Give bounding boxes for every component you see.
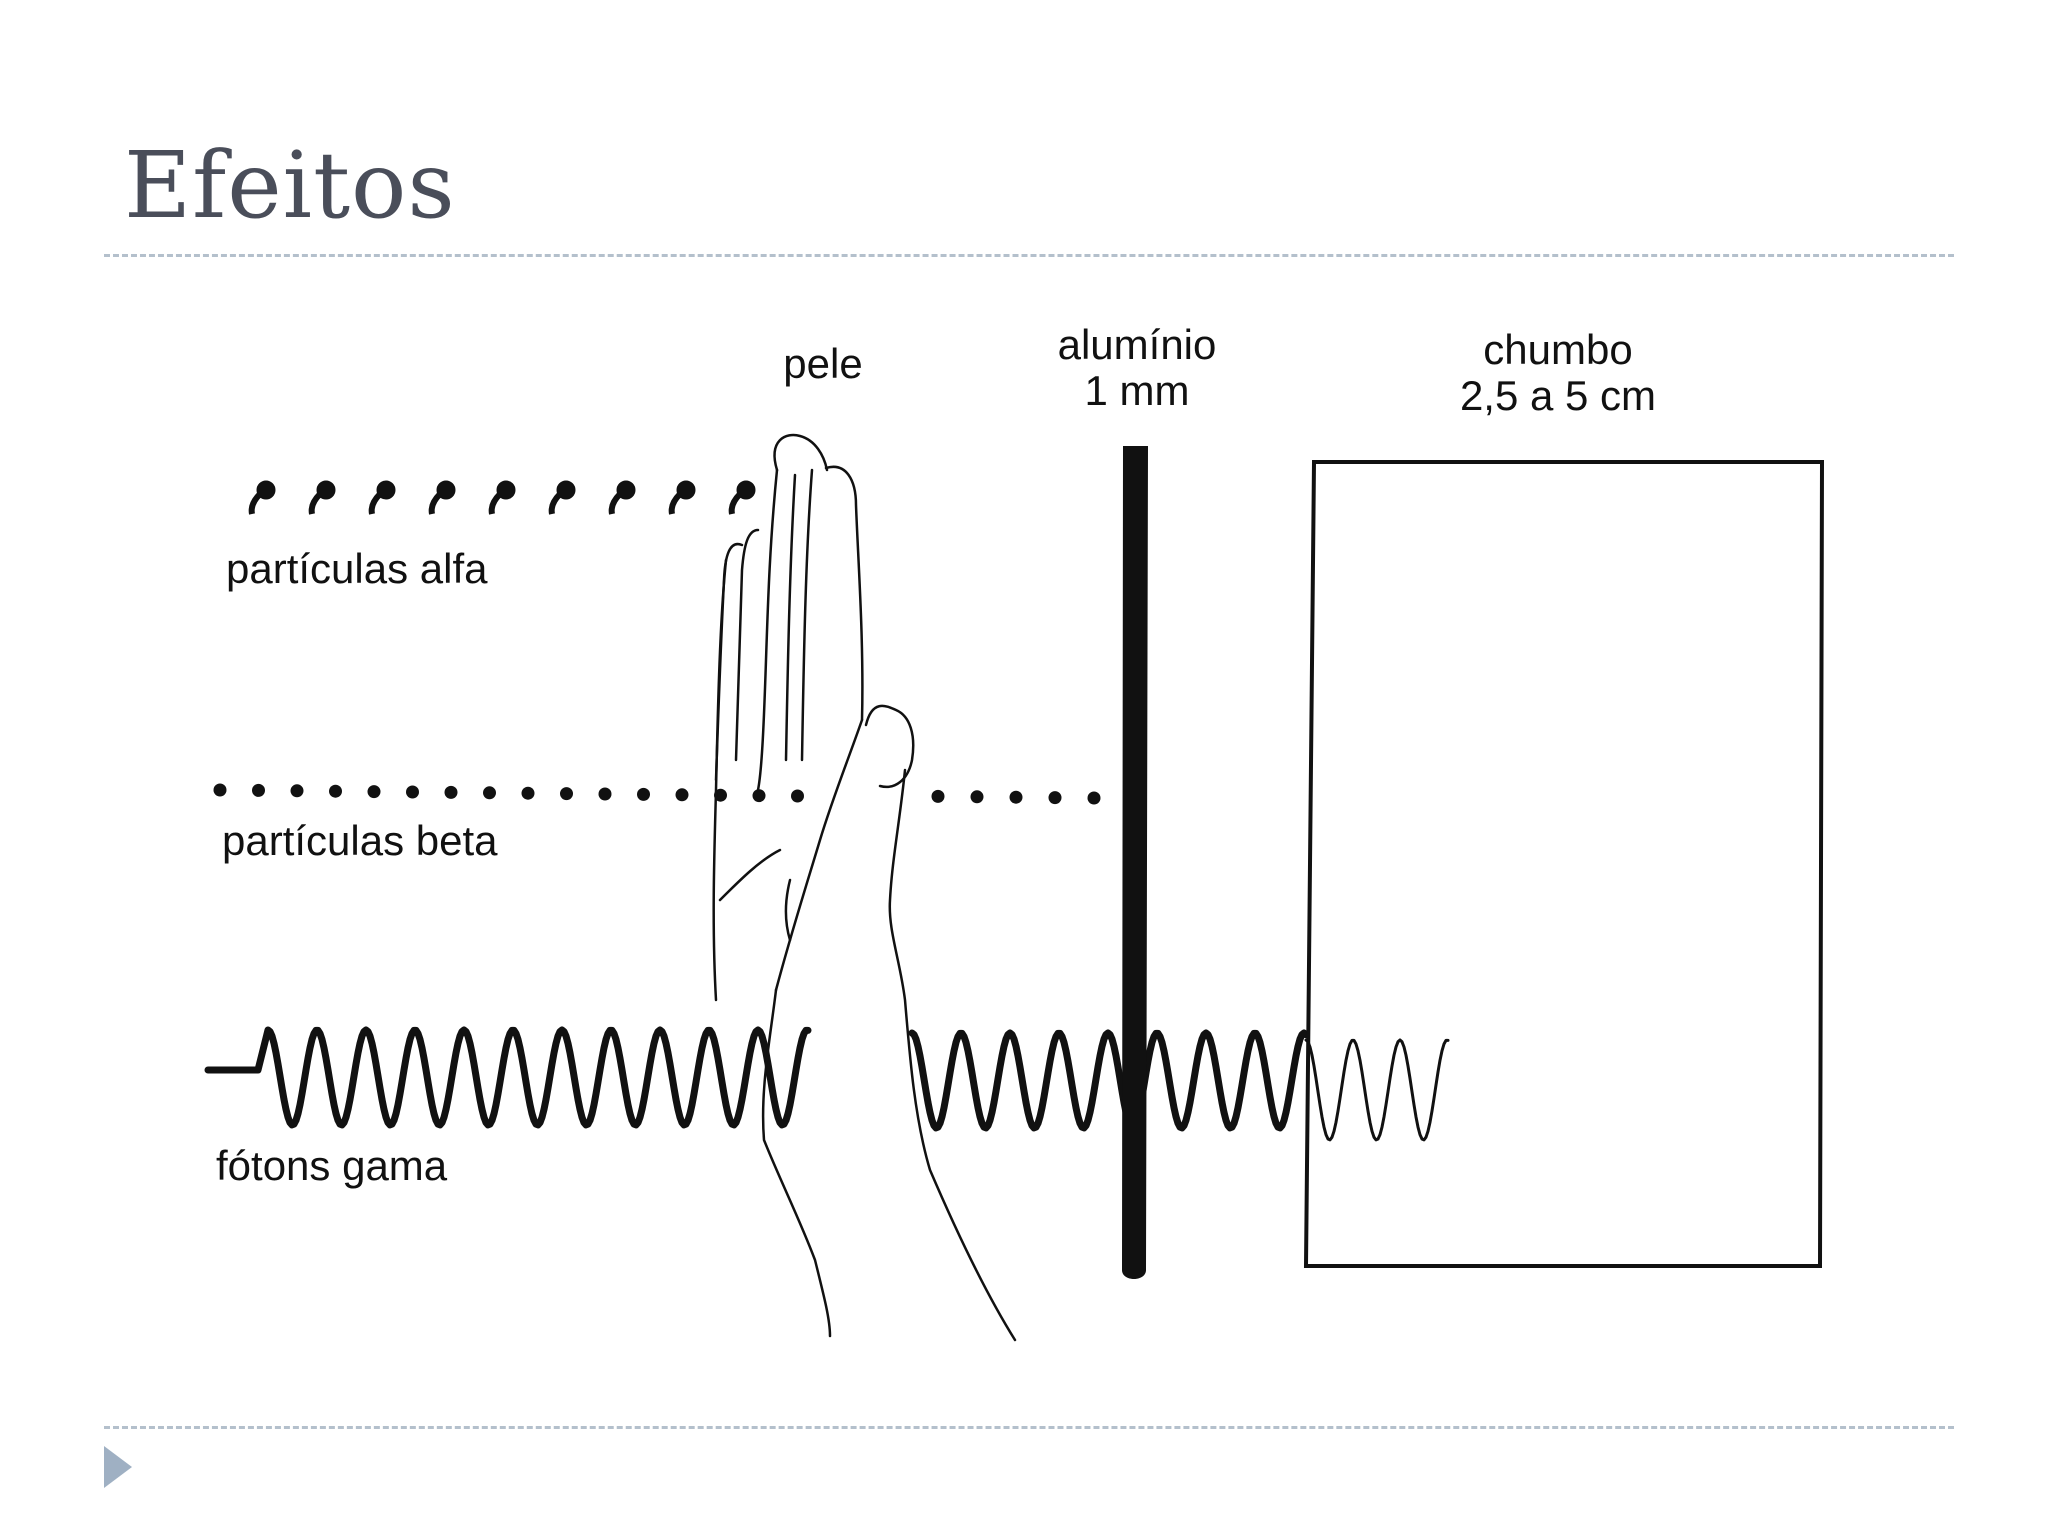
alpha-particle bbox=[376, 480, 396, 500]
gamma-wave bbox=[204, 1026, 1450, 1142]
alpha-particle bbox=[556, 480, 576, 500]
beta-particle bbox=[252, 783, 265, 797]
alpha-particle-tail bbox=[308, 491, 323, 515]
triangle-right-icon[interactable] bbox=[104, 1446, 132, 1488]
beta-particle bbox=[931, 789, 945, 803]
beta-particle bbox=[367, 785, 381, 799]
label-lead-name: chumbo bbox=[1483, 326, 1632, 373]
footer-divider bbox=[104, 1426, 1954, 1429]
label-gamma: fótons gama bbox=[216, 1142, 448, 1189]
label-alpha: partículas alfa bbox=[226, 545, 488, 592]
beta-particle bbox=[560, 787, 573, 801]
beta-particles bbox=[213, 783, 1101, 805]
alpha-particle-tail bbox=[728, 491, 743, 515]
alpha-particles bbox=[248, 480, 756, 515]
label-aluminum-thickness: 1 mm bbox=[1085, 367, 1190, 414]
alpha-particle-tail bbox=[548, 491, 563, 515]
alpha-particle-tail bbox=[368, 491, 383, 515]
beta-particle bbox=[483, 786, 496, 800]
beta-particle bbox=[752, 789, 766, 803]
aluminum-plate bbox=[1122, 446, 1148, 1279]
alpha-particle-tail bbox=[428, 491, 443, 515]
alpha-particle bbox=[676, 480, 696, 500]
label-lead-thickness: 2,5 a 5 cm bbox=[1460, 372, 1656, 419]
alpha-particle bbox=[496, 480, 516, 500]
beta-particle bbox=[791, 789, 804, 803]
lead-block bbox=[1303, 460, 1825, 1268]
alpha-particle-tail bbox=[248, 491, 263, 515]
alpha-particle bbox=[256, 480, 276, 500]
beta-particle bbox=[521, 786, 535, 800]
beta-particle bbox=[290, 784, 304, 798]
title-divider bbox=[104, 254, 1954, 257]
beta-particle bbox=[598, 787, 612, 801]
beta-particle bbox=[637, 787, 650, 801]
alpha-particle bbox=[316, 480, 336, 500]
hand-drawing bbox=[712, 433, 1017, 1342]
beta-particle bbox=[675, 788, 689, 802]
beta-particle bbox=[213, 783, 227, 797]
alpha-particle-tail bbox=[608, 491, 623, 515]
beta-particle bbox=[329, 784, 342, 798]
beta-particle bbox=[1048, 791, 1062, 805]
slide-title: Efeitos bbox=[124, 132, 456, 239]
beta-particle bbox=[406, 785, 419, 799]
alpha-particle-tail bbox=[668, 491, 683, 515]
alpha-particle-tail bbox=[488, 491, 503, 515]
alpha-particle bbox=[436, 480, 456, 500]
label-beta: partículas beta bbox=[222, 817, 498, 864]
alpha-particle bbox=[616, 480, 636, 500]
beta-particle bbox=[1087, 791, 1101, 805]
label-aluminum-name: alumínio bbox=[1058, 321, 1217, 368]
label-skin: pele bbox=[783, 340, 862, 387]
alpha-particle bbox=[736, 480, 756, 500]
beta-particle bbox=[1009, 790, 1023, 804]
beta-particle bbox=[970, 790, 984, 804]
beta-particle bbox=[714, 788, 727, 802]
beta-particle bbox=[444, 785, 458, 799]
